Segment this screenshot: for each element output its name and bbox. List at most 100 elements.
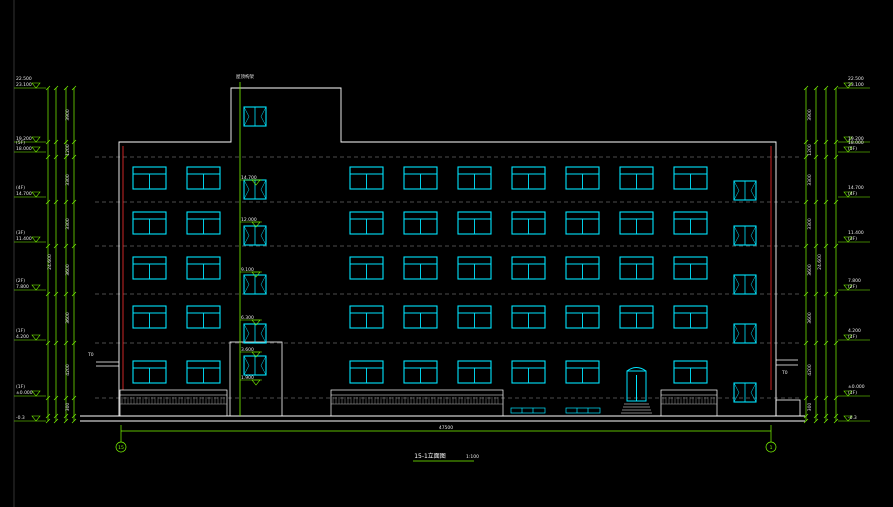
level-triangle: [843, 136, 853, 143]
level-sub: ±0.000: [848, 384, 865, 390]
dimension-tick: [63, 243, 69, 249]
level-sub: (1F): [16, 328, 25, 334]
window: [403, 256, 438, 280]
level-triangle: [31, 146, 41, 153]
window-swing: [733, 274, 757, 295]
stair-level-text: 1.900: [241, 375, 254, 381]
level-elevation: 4.200: [16, 334, 29, 340]
dim-text-left: 300: [65, 403, 71, 412]
level-sub: (1F): [16, 384, 25, 390]
level-markers-left: 23.10022.50019.20018.000(5F)14.700(4F)11…: [14, 76, 46, 422]
dim-text-right: 4200: [807, 364, 813, 376]
level-elevation: 23.100: [16, 82, 32, 88]
dimension-tick: [823, 413, 829, 419]
level-elevation: (5F): [848, 146, 857, 152]
dimension-tick: [53, 340, 59, 346]
dimension-tick: [53, 85, 59, 91]
planter-box: [119, 389, 228, 417]
window-small: [733, 274, 757, 295]
window-small: [243, 179, 267, 200]
window: [673, 211, 708, 235]
window-swing: [243, 355, 267, 376]
level-sub: (2F): [16, 278, 25, 284]
level-sub: 22.500: [848, 76, 864, 82]
dimension-tick: [823, 340, 829, 346]
window-small: [243, 355, 267, 376]
dim-text-left: 4200: [65, 364, 71, 376]
window: [673, 256, 708, 280]
drawing-title: 15-1立面图: [414, 452, 446, 460]
level-elevation: (1F): [848, 334, 857, 340]
dimension-tick: [803, 418, 809, 424]
dimension-tick: [803, 154, 809, 160]
dimension-tick: [823, 85, 829, 91]
level-elevation: 7.800: [16, 284, 29, 290]
dim-text-left: 3300: [65, 174, 71, 186]
window-small: [733, 382, 757, 403]
dim-text-left: 1200: [65, 144, 71, 156]
windows-group: [132, 106, 757, 403]
dimension-tick: [813, 413, 819, 419]
stair-entrance-block: [96, 341, 801, 417]
entrance-steps: [621, 403, 652, 414]
dimension-tick: [823, 395, 829, 401]
window: [511, 305, 546, 329]
window: [511, 256, 546, 280]
dimension-tick: [63, 291, 69, 297]
level-elevation: -0.3: [848, 415, 857, 421]
axis-bubble-left-label: 15: [118, 445, 124, 451]
dimension-tick: [803, 413, 809, 419]
window: [349, 166, 384, 190]
side-tag-right: T0: [781, 370, 788, 376]
level-triangle: [31, 191, 41, 198]
roof-label: 屋顶构架: [236, 73, 254, 80]
dimension-tick: [833, 395, 839, 401]
level-triangle: [31, 415, 41, 422]
dimension-tick: [71, 199, 77, 205]
dimension-tick: [833, 418, 839, 424]
dimension-tick: [45, 139, 51, 145]
level-triangle: [843, 284, 853, 291]
window: [673, 166, 708, 190]
dim-text-left: 3900: [65, 109, 71, 121]
window-small: [733, 225, 757, 246]
window-small: [243, 323, 267, 344]
window-small: [733, 180, 757, 201]
dimension-tick: [53, 291, 59, 297]
dimension-tick: [833, 154, 839, 160]
level-triangle: [843, 236, 853, 243]
dimension-tick: [833, 413, 839, 419]
level-elevation: (3F): [848, 236, 857, 242]
window: [186, 211, 221, 235]
level-sub: (5F): [16, 140, 25, 146]
dimension-tick: [45, 154, 51, 160]
window-small: [243, 274, 267, 295]
dimension-tick: [53, 199, 59, 205]
dimension-tick: [823, 243, 829, 249]
side-tag-left: T0: [87, 352, 94, 358]
level-sub: 7.800: [848, 278, 861, 284]
window: [619, 305, 654, 329]
window: [565, 360, 600, 384]
window: [349, 305, 384, 329]
dimension-tick: [63, 85, 69, 91]
dimension-tick: [823, 154, 829, 160]
dim-text-left: 3600: [65, 264, 71, 276]
dim-text-right: 3300: [807, 174, 813, 186]
window-swing: [733, 180, 757, 201]
dimension-tick: [71, 291, 77, 297]
dimension-tick: [71, 243, 77, 249]
dimension-tick: [45, 243, 51, 249]
dimension-tick: [833, 85, 839, 91]
dimension-tick: [45, 413, 51, 419]
dimension-tick: [63, 199, 69, 205]
dimension-tick: [813, 418, 819, 424]
dimension-tick: [53, 154, 59, 160]
dimension-tick: [813, 340, 819, 346]
dimension-tick: [71, 85, 77, 91]
window-swing: [733, 382, 757, 403]
level-triangle: [31, 390, 41, 397]
window: [511, 166, 546, 190]
window: [349, 360, 384, 384]
dimension-tick: [71, 139, 77, 145]
